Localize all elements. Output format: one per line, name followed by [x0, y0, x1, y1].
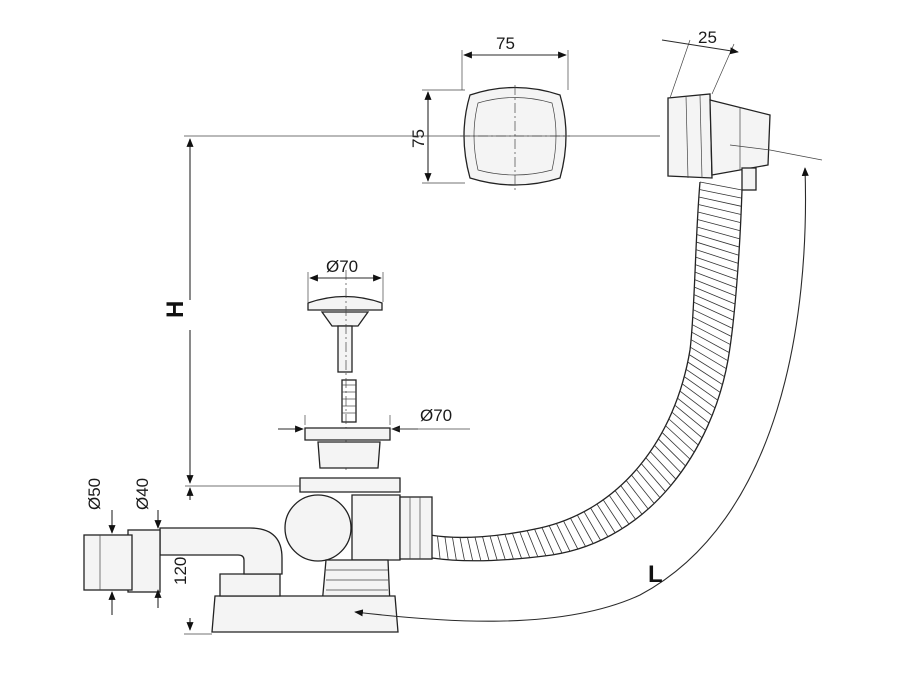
hose-rib	[590, 507, 609, 537]
hose-rib	[694, 271, 737, 289]
hose-rib	[649, 451, 677, 480]
hose-rib	[685, 368, 721, 393]
overflow-body-side-view	[667, 93, 771, 191]
hose-rib	[556, 523, 571, 552]
hose-rib	[563, 520, 579, 550]
hose-rib	[692, 324, 731, 345]
hose-rib	[695, 256, 738, 272]
hose-rib	[695, 264, 738, 281]
hose-rib	[674, 404, 706, 431]
hose-rib	[694, 279, 736, 297]
hose-rib	[467, 537, 474, 561]
hose-rib	[698, 204, 742, 215]
dimension-outlet-inner: Ø40	[133, 478, 162, 608]
hose-rib	[602, 499, 623, 529]
corrugated-hose	[429, 181, 743, 562]
trap-and-outlet	[83, 527, 399, 633]
hose-rib	[631, 474, 655, 504]
drain-diameter-label: Ø70	[420, 406, 452, 425]
hose-rib	[698, 196, 742, 207]
dimension-H: H	[162, 135, 660, 635]
hose-ribs	[429, 181, 743, 561]
hose-rib	[474, 537, 482, 561]
hose-rib	[654, 445, 682, 473]
hose-connector	[399, 496, 433, 560]
hose-rib	[681, 383, 716, 409]
dimension-drain-diameter: Ø70	[278, 406, 470, 433]
hose-rib	[696, 241, 739, 256]
dimension-trap-height: 120	[171, 485, 300, 631]
hose-rib	[526, 530, 539, 557]
dimension-outlet-outer: Ø50	[85, 478, 116, 615]
overflow-cap-front-view	[460, 85, 570, 190]
hose-rib	[437, 536, 441, 560]
outlet-outer-diameter-label: Ø50	[85, 478, 104, 510]
hose-rib	[519, 531, 531, 558]
hose-rib	[504, 534, 514, 560]
hose-rib	[695, 249, 739, 264]
hose-rib	[583, 511, 602, 541]
hose-rib	[459, 537, 465, 561]
hose-rib	[576, 514, 594, 544]
hose-rib	[671, 411, 703, 439]
height-H-label: H	[162, 301, 189, 318]
hose-rib	[693, 301, 734, 321]
hose-rib	[688, 354, 725, 378]
hose-rib	[693, 294, 735, 313]
hose-rib	[444, 536, 449, 560]
hose-rib	[661, 432, 691, 460]
hose-rib	[658, 438, 686, 467]
hose-rib	[691, 331, 730, 353]
hose-rib	[608, 495, 630, 525]
hose-rib	[684, 376, 718, 401]
hose-rib	[692, 316, 732, 337]
hose-rib	[699, 181, 743, 191]
hose-rib	[668, 418, 699, 446]
dimension-L: L	[354, 149, 823, 622]
hose-rib	[687, 361, 723, 385]
hose-rib	[625, 480, 649, 510]
dimension-75-width: 75	[461, 34, 569, 90]
hose-rib	[570, 517, 586, 547]
hose-rib	[482, 536, 490, 561]
length-L-label: L	[648, 561, 663, 588]
dimension-25-depth: 25	[661, 28, 739, 99]
hose-rib	[452, 537, 457, 561]
hose-rib	[636, 469, 661, 498]
hose-rib	[693, 309, 733, 329]
hose-rib	[677, 397, 710, 424]
trap-height-label: 120	[171, 557, 190, 585]
drain-body	[284, 427, 401, 606]
hose-rib	[665, 425, 695, 453]
hose-rib	[696, 234, 740, 248]
hose-rib	[694, 286, 736, 305]
dimension-75-height: 75	[409, 89, 465, 184]
hose-rib	[679, 390, 713, 416]
hose-rib	[489, 535, 498, 561]
outlet-inner-diameter-label: Ø40	[133, 478, 152, 510]
hose-rib	[497, 535, 506, 560]
overflow-cap-height-label: 75	[409, 129, 428, 148]
hose-rib	[596, 503, 616, 534]
overflow-depth-label: 25	[698, 28, 717, 47]
hose-rib	[640, 463, 666, 492]
dimension-plug-diameter: Ø70	[307, 257, 384, 302]
hose-rib	[512, 533, 522, 559]
overflow-cap-width-label: 75	[496, 34, 515, 53]
hose-rib	[699, 189, 742, 199]
plug-diameter-label: Ø70	[326, 257, 358, 276]
hose-rib	[690, 339, 729, 362]
hose-rib	[645, 457, 672, 486]
hose-rib	[614, 490, 636, 520]
hose-rib	[620, 485, 643, 515]
hose-rib	[690, 346, 727, 370]
